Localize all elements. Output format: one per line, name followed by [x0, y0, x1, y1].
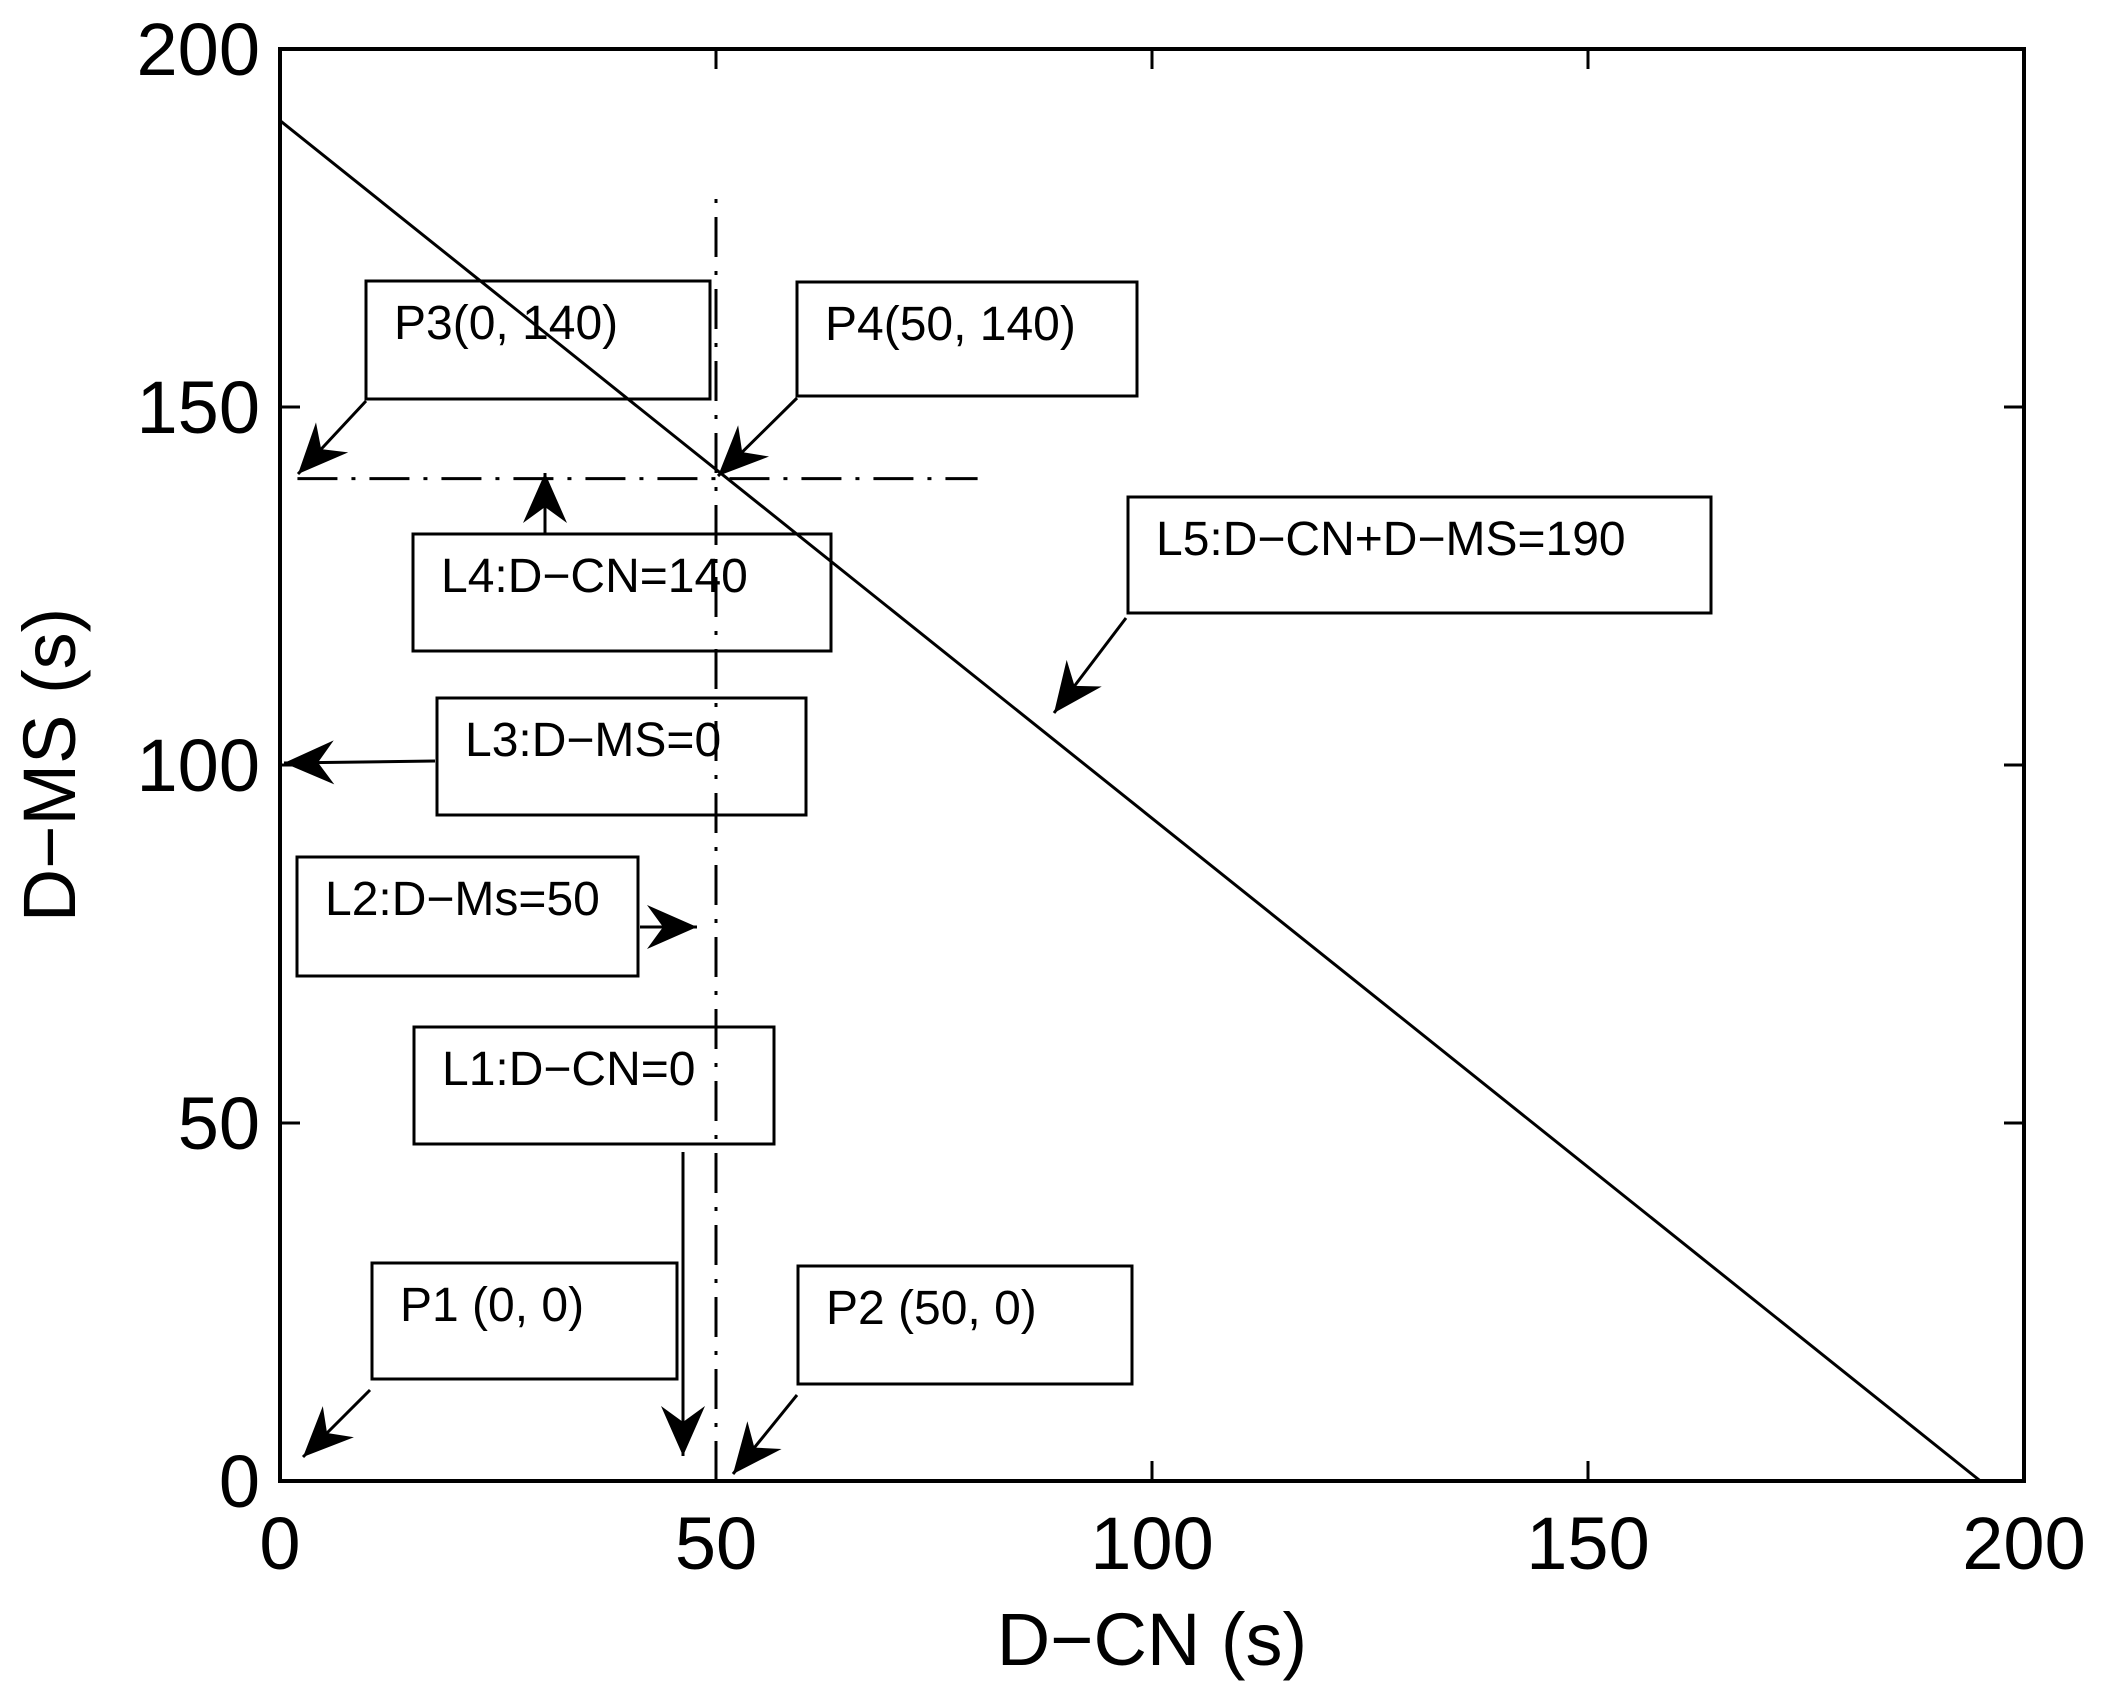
arrowhead-icon	[284, 740, 335, 785]
annotation-box	[295, 855, 640, 978]
annotation-p4: P4(50, 140)	[716, 280, 1139, 478]
x-tick-label: 200	[1962, 1502, 2085, 1585]
x-tick-label: 150	[1526, 1502, 1649, 1585]
annotation-text: P3(0, 140)	[394, 297, 618, 350]
annotation-text: L2:D−Ms=50	[325, 873, 600, 926]
y-tick-label: 0	[219, 1440, 260, 1523]
annotation-box	[1126, 495, 1713, 615]
arrowhead-icon	[718, 425, 770, 476]
y-tick-label: 100	[137, 724, 260, 807]
annotation-box	[411, 532, 833, 653]
y-tick-label: 200	[137, 8, 260, 91]
arrowhead-icon	[298, 422, 349, 474]
annotation-box	[795, 280, 1139, 398]
annotation-l2: L2:D−Ms=50	[295, 855, 697, 978]
annotation-text: L5:D−CN+D−MS=190	[1156, 513, 1626, 566]
y-axis-label: D−MS (s)	[8, 608, 91, 923]
arrowhead-icon	[523, 473, 567, 523]
arrowhead-icon	[733, 1421, 782, 1474]
annotation-l3: L3:D−MS=0	[283, 696, 808, 817]
annotation-text: P1 (0, 0)	[400, 1279, 584, 1332]
arrowhead-icon	[647, 905, 697, 949]
annotation-box	[370, 1261, 679, 1381]
annotation-text: L4:D−CN=140	[441, 550, 748, 603]
annotation-box	[435, 696, 808, 817]
annotation-text: L3:D−MS=0	[465, 714, 721, 767]
annotation-l4: L4:D−CN=140	[411, 473, 833, 653]
axis-ticks: 0 50 100 150 200 0 50 100 150 200	[137, 8, 2086, 1585]
x-tick-label: 0	[259, 1502, 300, 1585]
annotation-text: P4(50, 140)	[825, 298, 1076, 351]
annotations-layer: P3(0, 140) P4(50, 140) L4:D−CN=140 L5:D−CN+…	[283, 279, 1713, 1475]
plot-data-layer	[279, 119, 1982, 1483]
annotation-l1: L1:D−CN=0	[412, 1025, 776, 1456]
x-tick-label: 50	[675, 1502, 757, 1585]
arrowhead-icon	[661, 1406, 705, 1456]
y-tick-label: 150	[137, 366, 260, 449]
annotation-p3: P3(0, 140)	[296, 279, 712, 476]
arrowhead-icon	[303, 1406, 354, 1457]
annotation-box	[412, 1025, 776, 1146]
annotation-p2: P2 (50, 0)	[731, 1264, 1134, 1475]
arrowhead-icon	[1054, 659, 1102, 713]
series-line-0	[279, 119, 1982, 1483]
y-tick-label: 50	[178, 1082, 260, 1165]
annotation-p1: P1 (0, 0)	[301, 1261, 679, 1459]
annotation-text: L1:D−CN=0	[442, 1043, 695, 1096]
annotation-box	[796, 1264, 1134, 1386]
x-tick-label: 100	[1090, 1502, 1213, 1585]
x-axis-label: D−CN (s)	[997, 1598, 1307, 1681]
annotation-text: P2 (50, 0)	[826, 1282, 1037, 1335]
annotation-box	[364, 279, 712, 401]
annotation-l5: L5:D−CN+D−MS=190	[1052, 495, 1713, 714]
